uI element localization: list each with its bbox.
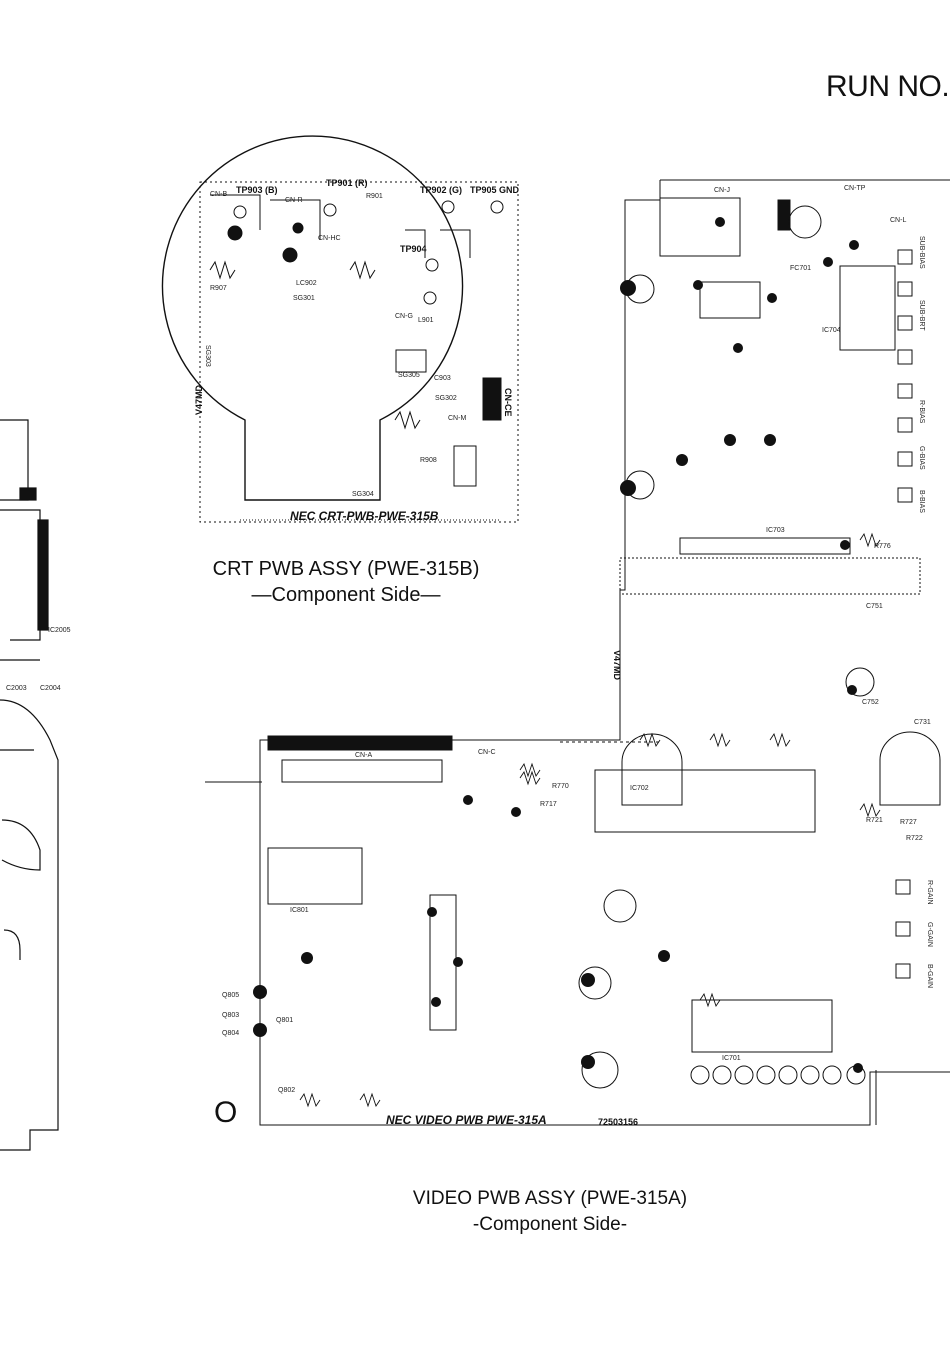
crt-r906-label: R907 <box>210 285 227 292</box>
crt-cnhc-label: CN-HC <box>318 235 341 242</box>
crt-board-subtitle: —Component Side— <box>251 584 441 606</box>
video-v47md-label: V47MD <box>612 650 622 681</box>
video-board-subtitle: -Component Side- <box>472 1214 628 1235</box>
video-r770-label: R770 <box>552 783 569 790</box>
video-q805-label: Q805 <box>222 992 239 999</box>
video-r717-label: R717 <box>540 801 557 808</box>
video-subbias-label: SUB-BIAS <box>918 236 925 269</box>
crt-tp905-label: TP905 GND <box>470 185 520 195</box>
left-edge-board <box>0 419 59 1151</box>
video-ic801-label: IC801 <box>290 907 309 914</box>
crt-sg302-label: SG302 <box>435 395 457 402</box>
crt-tp903-label: TP903 (B) <box>236 185 278 195</box>
crt-v47md-label: V47MD <box>194 384 204 415</box>
crt-sg303-label: SG303 <box>204 345 211 367</box>
video-cntp-label: CN-TP <box>844 185 866 192</box>
crt-cnb-label: CN-B <box>210 191 227 198</box>
video-q802-label: Q802 <box>278 1087 295 1094</box>
video-board-outline <box>205 179 950 1126</box>
video-q801-label: Q801 <box>276 1017 293 1024</box>
video-board-title: VIDEO PWB ASSY (PWE-315A) <box>412 1188 688 1209</box>
video-cnl-label: CN-L <box>890 217 906 224</box>
left-ic-label: IC2005 <box>48 627 71 634</box>
crt-c903-label: L901 <box>418 317 434 324</box>
video-gbias-label: G-BIAS <box>918 446 925 470</box>
video-ggain-label: G-GAIN <box>926 922 933 947</box>
video-board-resistors <box>299 532 881 1108</box>
video-mounting-hole: O <box>214 1096 237 1129</box>
video-ic702-label: IC702 <box>630 785 649 792</box>
run-number-label: RUN NO. <box>826 70 950 103</box>
video-ic704-label: IC704 <box>822 327 841 334</box>
crt-cng-label: CN-G <box>395 313 413 320</box>
crt-sg301-label: SG301 <box>293 295 315 302</box>
crt-sg304-label: SG304 <box>352 491 374 498</box>
crt-tp904-label: TP904 <box>400 244 427 254</box>
crt-r901-label: R901 <box>366 193 383 200</box>
left-c2004-label: C2004 <box>40 685 61 692</box>
video-fc701-label: FC701 <box>790 265 811 272</box>
crt-cnr-label: CN-R <box>285 197 303 204</box>
video-part-number: 72503156 <box>598 1117 638 1127</box>
video-bbias-label: B-BIAS <box>918 490 925 513</box>
crt-r908-label: C903 <box>434 375 451 382</box>
video-subbrt-label: SUB-BRT <box>918 300 925 331</box>
video-c752-label: C752 <box>862 699 879 706</box>
crt-tp901-label: TP901 (R) <box>326 178 368 188</box>
video-cnj-label: CN-J <box>714 187 730 194</box>
video-c731-label: C731 <box>914 719 931 726</box>
video-rgain-label: R-GAIN <box>926 880 933 905</box>
video-ic703-label: IC703 <box>766 527 785 534</box>
left-c2003-label: C2003 <box>6 685 27 692</box>
crt-cnce-label: CN-CE <box>503 388 513 417</box>
crt-lc901-label: LC902 <box>296 280 317 287</box>
video-c751-label: C751 <box>866 603 883 610</box>
crt-cnm-label: CN-M <box>448 415 466 422</box>
crt-board-caption: CRT PWB ASSY (PWE-315B) —Component Side— <box>196 556 496 608</box>
video-q804-label: Q804 <box>222 1030 239 1037</box>
video-rbias-label: R-BIAS <box>918 400 925 424</box>
video-bgain-label: B-GAIN <box>926 964 933 988</box>
video-cna-label: CN-A <box>355 752 372 759</box>
crt-silkscreen: NEC CRT-PWB-PWE-315B <box>290 509 439 523</box>
crt-sg305-label: SG305 <box>398 372 420 379</box>
crt-tp902-label: TP902 (G) <box>420 185 462 195</box>
video-q803-label: Q803 <box>222 1012 239 1019</box>
video-r721-label: R721 <box>866 817 883 824</box>
crt-board-title: CRT PWB ASSY (PWE-315B) <box>212 558 480 580</box>
video-board-dots <box>253 217 863 1073</box>
video-r727-label: R727 <box>900 819 917 826</box>
video-board-ic701-pins <box>690 1065 866 1085</box>
video-r776-label: R776 <box>874 543 891 550</box>
crt-board-outline <box>161 135 519 523</box>
video-board-adjust-pots <box>895 249 913 979</box>
video-silkscreen: NEC VIDEO PWB PWE-315A <box>386 1113 547 1127</box>
video-r722-label: R722 <box>906 835 923 842</box>
video-cnc-label: CN-C <box>478 749 496 756</box>
video-ic701-label: IC701 <box>722 1055 741 1062</box>
crt-r907-label: R908 <box>420 457 437 464</box>
video-board-caption: VIDEO PWB ASSY (PWE-315A) -Component Sid… <box>380 1186 720 1238</box>
